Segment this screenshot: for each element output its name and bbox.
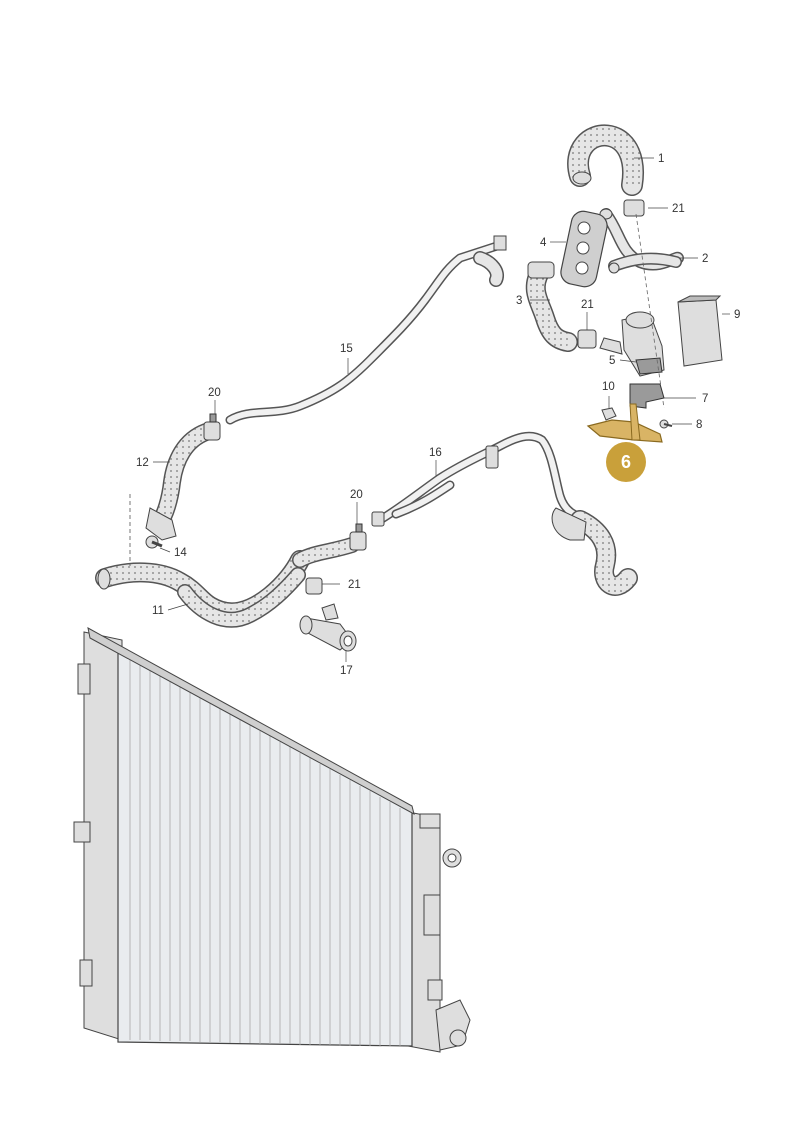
clamp-20-lower [349,523,367,551]
label-9: 9 [734,309,740,321]
label-12: 12 [136,457,149,469]
cover-9 [677,295,723,367]
label-17: 17 [340,665,353,677]
clamp-21-top [623,199,645,217]
label-1: 1 [658,153,664,165]
nut-10 [601,407,617,421]
clamp-20-upper [203,413,221,441]
connector-17 [299,603,357,652]
hose-11 [95,537,360,628]
label-10: 10 [602,381,615,393]
label-11: 11 [152,605,164,617]
label-15: 15 [340,343,353,355]
hose-1 [567,124,644,196]
part-labels: 1 21 2 4 3 21 5 9 10 7 8 15 20 12 16 20 … [136,153,740,677]
callout-6-badge[interactable] [606,442,646,482]
pipe-15 [225,235,507,425]
radiator [73,627,471,1053]
label-4: 4 [540,237,547,249]
bolt-8 [659,419,673,429]
label-7: 7 [702,393,708,405]
label-21-middle: 21 [581,299,594,311]
gasket-4 [560,210,608,288]
hose-12 [145,423,215,541]
label-16: 16 [429,447,442,459]
bolt-14 [145,535,163,549]
clamp-21-middle [577,329,597,349]
bracket-6 [586,403,663,443]
clamp-21-lower [305,577,323,595]
label-14: 14 [174,547,187,559]
label-21-lower: 21 [348,579,361,591]
hose-2 [599,208,684,274]
label-8: 8 [696,419,702,431]
label-21-top: 21 [672,203,685,215]
label-2: 2 [702,253,708,265]
pipe-16 [371,431,638,596]
label-20-lower: 20 [350,489,363,501]
label-5: 5 [609,355,615,367]
callout-6[interactable]: 6 [606,442,646,482]
leader-lines [153,157,730,662]
callout-6-label: 6 [621,452,631,472]
label-20-upper: 20 [208,387,221,399]
hose-3 [525,261,578,352]
label-3: 3 [516,295,522,307]
pump-5 [599,311,665,377]
